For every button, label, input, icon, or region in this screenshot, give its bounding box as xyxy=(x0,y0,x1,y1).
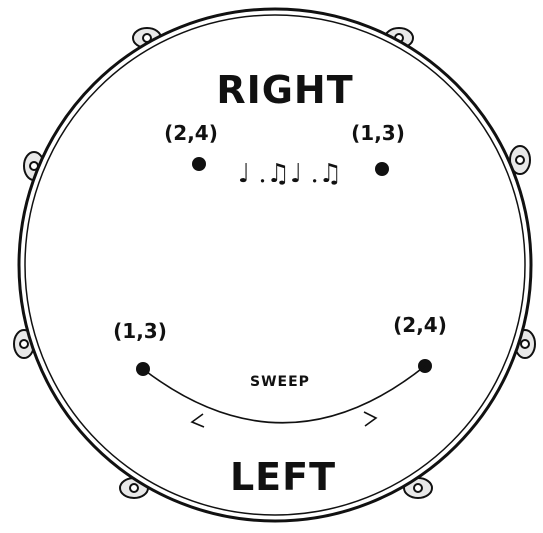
left-point-left-label: (1,3) xyxy=(113,319,167,343)
right-label: RIGHT xyxy=(216,68,353,112)
left-label: LEFT xyxy=(230,455,336,499)
right-point-right-label: (1,3) xyxy=(351,121,405,145)
right-point-left-label: (2,4) xyxy=(164,121,218,145)
right-point-left-dot xyxy=(192,157,206,171)
sweep-label: SWEEP xyxy=(250,374,310,390)
left-point-right-label: (2,4) xyxy=(393,313,447,337)
right-point-right-dot xyxy=(375,162,389,176)
rhythm-notation: ♩ .♫♩ .♫ xyxy=(238,159,342,189)
